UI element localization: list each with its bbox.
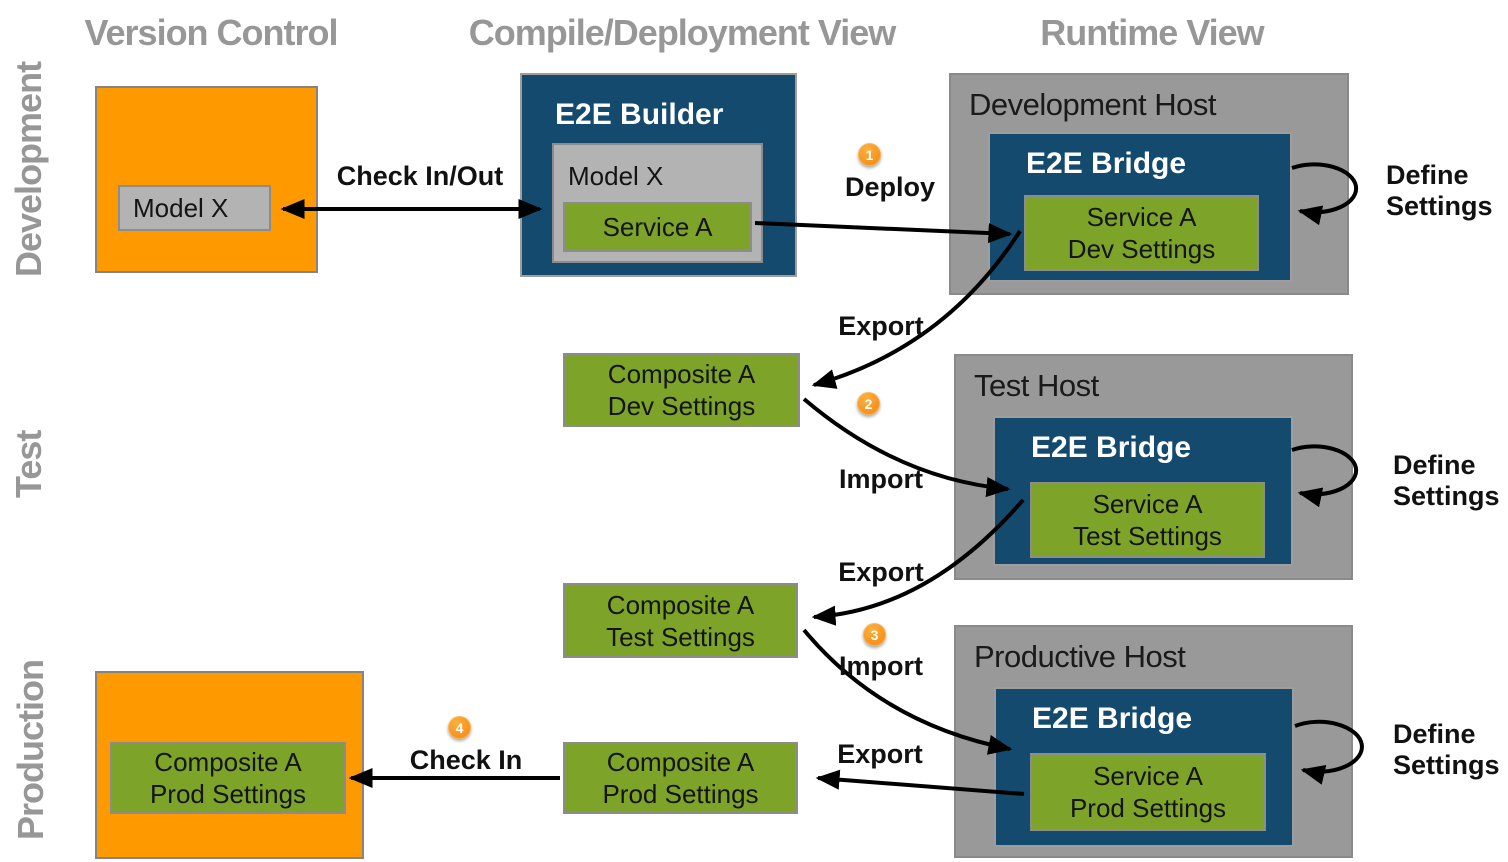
- dev-service-box: Service A Dev Settings: [1024, 195, 1259, 271]
- label-deploy: Deploy: [844, 172, 936, 202]
- label-export-dev: Export: [838, 311, 924, 341]
- version-control-dev-box: Model X: [95, 86, 318, 273]
- test-service-line2: Test Settings: [1073, 521, 1222, 551]
- row-label-development: Development: [8, 61, 49, 277]
- prod-bridge-box: E2E Bridge Service A Prod Settings: [994, 687, 1294, 847]
- builder-service-a-label: Service A: [602, 211, 713, 242]
- define-line: Define: [1393, 450, 1476, 480]
- row-label-production: Production: [10, 660, 51, 841]
- column-header-runtime-view: Runtime View: [1040, 12, 1264, 53]
- prod-service-line2: Prod Settings: [1069, 793, 1227, 823]
- row-label-test: Test: [8, 430, 49, 498]
- label-define-settings-test: Define Settings: [1393, 450, 1500, 512]
- settings-line: Settings: [1393, 750, 1500, 780]
- step-badge-3: 3: [863, 623, 886, 646]
- productive-host-box: Productive Host E2E Bridge Service A Pro…: [954, 625, 1353, 858]
- dev-service-line2: Dev Settings: [1067, 234, 1216, 264]
- label-check-in-out: Check In/Out: [336, 161, 504, 191]
- step-badge-4: 4: [448, 716, 471, 739]
- composite-test-line1: Composite A: [606, 589, 755, 620]
- dev-bridge-title: E2E Bridge: [1026, 147, 1187, 180]
- model-x-box: Model X: [118, 185, 271, 231]
- composite-a-dev-settings-box: Composite A Dev Settings: [563, 353, 800, 427]
- define-line: Define: [1393, 719, 1476, 749]
- test-service-box: Service A Test Settings: [1030, 482, 1265, 558]
- prod-service-line1: Service A: [1093, 761, 1203, 791]
- productive-host-title: Productive Host: [974, 639, 1186, 674]
- builder-model-x-label: Model X: [568, 161, 664, 191]
- prod-service-box: Service A Prod Settings: [1030, 753, 1266, 831]
- prod-bridge-title: E2E Bridge: [1032, 702, 1193, 735]
- settings-line: Settings: [1393, 481, 1500, 511]
- composite-test-line2: Test Settings: [606, 621, 755, 652]
- settings-line: Settings: [1386, 191, 1493, 221]
- test-bridge-title: E2E Bridge: [1031, 431, 1192, 464]
- test-host-title: Test Host: [974, 368, 1099, 403]
- vc-composite-prod-line2: Prod Settings: [149, 779, 307, 809]
- version-control-prod-box: Composite A Prod Settings: [95, 671, 364, 859]
- composite-prod-line1: Composite A: [606, 747, 755, 777]
- vc-composite-a-prod-settings-box: Composite A Prod Settings: [110, 742, 346, 814]
- label-export-prod: Export: [837, 739, 923, 769]
- e2e-builder-box: E2E Builder Model X Service A: [520, 73, 797, 277]
- composite-dev-line1: Composite A: [607, 359, 756, 389]
- label-check-in: Check In: [409, 745, 523, 775]
- development-host-box: Development Host E2E Bridge Service A De…: [949, 73, 1349, 295]
- development-host-title: Development Host: [969, 87, 1217, 122]
- test-service-line1: Service A: [1092, 489, 1203, 519]
- test-host-box: Test Host E2E Bridge Service A Test Sett…: [954, 354, 1353, 580]
- composite-prod-line2: Prod Settings: [602, 779, 759, 809]
- label-define-settings-prod: Define Settings: [1393, 719, 1500, 781]
- test-bridge-box: E2E Bridge Service A Test Settings: [993, 416, 1293, 566]
- dev-bridge-box: E2E Bridge Service A Dev Settings: [988, 132, 1292, 282]
- step-badge-1: 1: [858, 143, 881, 166]
- column-header-version-control: Version Control: [84, 12, 338, 53]
- label-export-test: Export: [838, 557, 924, 587]
- model-x-label: Model X: [133, 192, 229, 223]
- label-import-prod: Import: [839, 651, 923, 681]
- step-badge-2: 2: [857, 392, 880, 415]
- composite-dev-line2: Dev Settings: [607, 391, 756, 421]
- column-header-compile-deployment-view: Compile/Deployment View: [468, 12, 896, 53]
- composite-a-test-settings-box: Composite A Test Settings: [563, 583, 798, 658]
- label-import-test: Import: [839, 464, 923, 494]
- vc-composite-prod-line1: Composite A: [154, 747, 302, 777]
- builder-service-a-box: Service A: [563, 202, 752, 252]
- builder-model-x-box: Model X Service A: [552, 143, 763, 263]
- composite-a-prod-settings-box: Composite A Prod Settings: [563, 742, 798, 814]
- dev-service-line1: Service A: [1086, 202, 1197, 232]
- define-line: Define: [1386, 160, 1469, 190]
- e2e-builder-title: E2E Builder: [555, 98, 724, 131]
- label-define-settings-dev: Define Settings: [1386, 160, 1493, 222]
